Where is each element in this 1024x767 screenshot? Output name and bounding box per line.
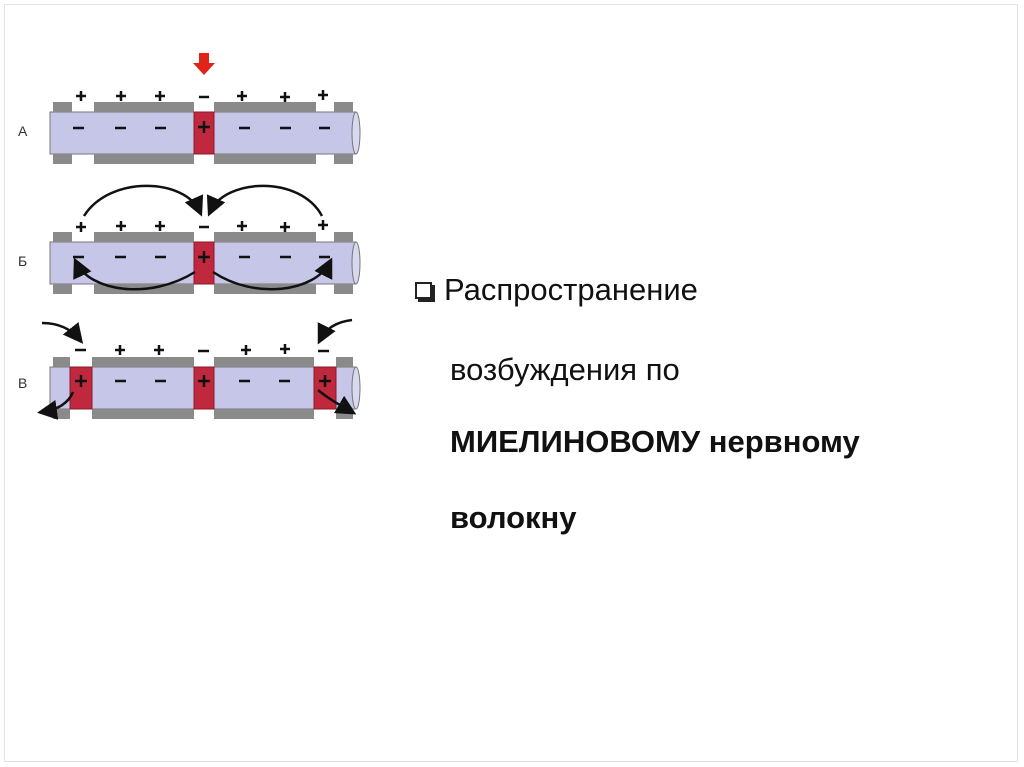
- node-of-ranvier-active: [314, 367, 336, 409]
- curved-arrow-icon: [210, 186, 322, 216]
- outside-charges-c: [75, 344, 329, 355]
- myelin-sheath: [53, 284, 72, 294]
- node-of-ranvier-active: [70, 367, 92, 409]
- panel-label-a: А: [18, 123, 28, 139]
- panel-b: Б: [18, 186, 360, 294]
- myelin-sheath: [53, 102, 72, 112]
- myelin-sheath: [214, 409, 314, 419]
- myelin-sheath: [94, 232, 194, 242]
- panel-c: В: [18, 320, 360, 419]
- text-line-1: Распространение: [444, 272, 698, 308]
- myelin-sheath: [53, 154, 72, 164]
- myelin-sheath: [94, 154, 194, 164]
- myelin-sheath: [214, 154, 316, 164]
- myelin-sheath: [334, 102, 353, 112]
- outside-charges-a: [76, 90, 328, 102]
- text-line-4: волокну: [450, 500, 973, 536]
- myelin-sheath: [336, 357, 353, 367]
- myelin-sheath: [214, 357, 314, 367]
- myelin-sheath: [214, 232, 316, 242]
- panel-a: А: [18, 90, 360, 164]
- myelin-sheath: [94, 102, 194, 112]
- panel-label-b: Б: [18, 253, 27, 269]
- bullet-line: Распространение: [413, 262, 973, 318]
- curved-arrow-icon: [84, 186, 200, 216]
- curved-arrow-icon: [320, 320, 352, 340]
- square-bullet-icon: [415, 282, 432, 299]
- curved-arrow-icon: [42, 323, 80, 340]
- myelin-sheath: [92, 409, 194, 419]
- myelin-sheath: [92, 357, 194, 367]
- myelin-sheath: [214, 102, 316, 112]
- stimulus-arrow-icon: [193, 53, 215, 75]
- panel-label-c: В: [18, 375, 27, 391]
- slide-text: Распространение возбуждения по МИЕЛИНОВО…: [413, 262, 973, 536]
- node-of-ranvier-active: [194, 367, 214, 409]
- myelin-sheath: [334, 232, 353, 242]
- outside-charges-b: [76, 220, 328, 232]
- myelin-sheath: [53, 232, 72, 242]
- myelin-sheath: [334, 284, 353, 294]
- myelin-sheath: [53, 409, 70, 419]
- text-line-2: возбуждения по: [450, 352, 973, 388]
- text-line-3: МИЕЛИНОВОМУ нервному: [450, 424, 973, 460]
- myelinated-fiber-diagram: А: [0, 0, 380, 440]
- myelin-sheath: [53, 357, 70, 367]
- myelin-sheath: [334, 154, 353, 164]
